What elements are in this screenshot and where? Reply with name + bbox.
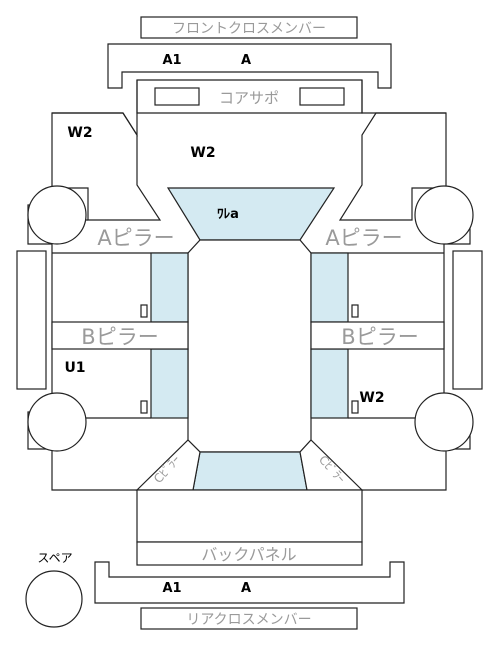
core-support-code-left: W2	[67, 125, 92, 141]
front-member	[107, 43, 392, 89]
core-support-slot-left	[154, 87, 200, 106]
left-front-door-glass	[150, 252, 189, 323]
rear-left-wheel	[27, 392, 87, 452]
front-member-code-right: A	[241, 53, 251, 68]
trunk	[136, 489, 363, 543]
right-rear-door-glass	[310, 348, 349, 419]
front-cross-member-box	[140, 16, 358, 39]
a-pillar-right-label: Aピラー	[325, 226, 402, 250]
back-panel-label: バックパネル	[201, 545, 296, 564]
rear-cross-member-box	[140, 607, 358, 630]
right-rear-door-handle	[351, 400, 359, 414]
roof-label: ﾜﾚa	[217, 207, 239, 222]
left-front-door-handle	[140, 304, 148, 318]
rear-member-code-right: A	[241, 581, 251, 596]
right-side-sill	[452, 250, 483, 390]
b-pillar-left-label: Bピラー	[81, 325, 158, 349]
spare-label: スペア	[37, 551, 72, 565]
cabin-opening	[187, 239, 312, 453]
front-left-wheel	[27, 185, 87, 245]
spare-tire	[25, 570, 83, 628]
front-right-wheel	[414, 185, 474, 245]
right-front-door-handle	[351, 304, 359, 318]
rear-window	[192, 451, 308, 491]
core-support-panel	[136, 80, 363, 114]
back-panel-box	[136, 541, 363, 566]
front-cross-member-label: フロントクロスメンバー	[172, 21, 326, 37]
b-pillar-right-label: Bピラー	[341, 325, 418, 349]
left-side-sill	[16, 250, 47, 390]
b-pillar-right-band	[310, 321, 445, 350]
a-pillar-left-label: Aピラー	[97, 226, 174, 250]
right-front-fender	[338, 112, 446, 221]
rear-side-code-right: W2	[359, 390, 384, 406]
core-support-slot-right	[299, 87, 345, 106]
right-front-door-glass	[310, 252, 349, 323]
front-member-code-left: A1	[162, 53, 181, 68]
rear-cross-member-label: リアクロスメンバー	[186, 612, 311, 628]
left-rear-door-glass	[150, 348, 189, 419]
left-front-fender	[52, 112, 162, 221]
rear-right-wheel	[414, 392, 474, 452]
rear-side-code-left: U1	[64, 360, 85, 376]
core-support-label: コアサポ	[219, 89, 279, 107]
rear-member-code-left: A1	[162, 581, 181, 596]
left-rear-door-handle	[140, 400, 148, 414]
engine-room-code: W2	[190, 145, 215, 161]
b-pillar-left-band	[51, 321, 189, 350]
rear-member	[94, 561, 405, 604]
